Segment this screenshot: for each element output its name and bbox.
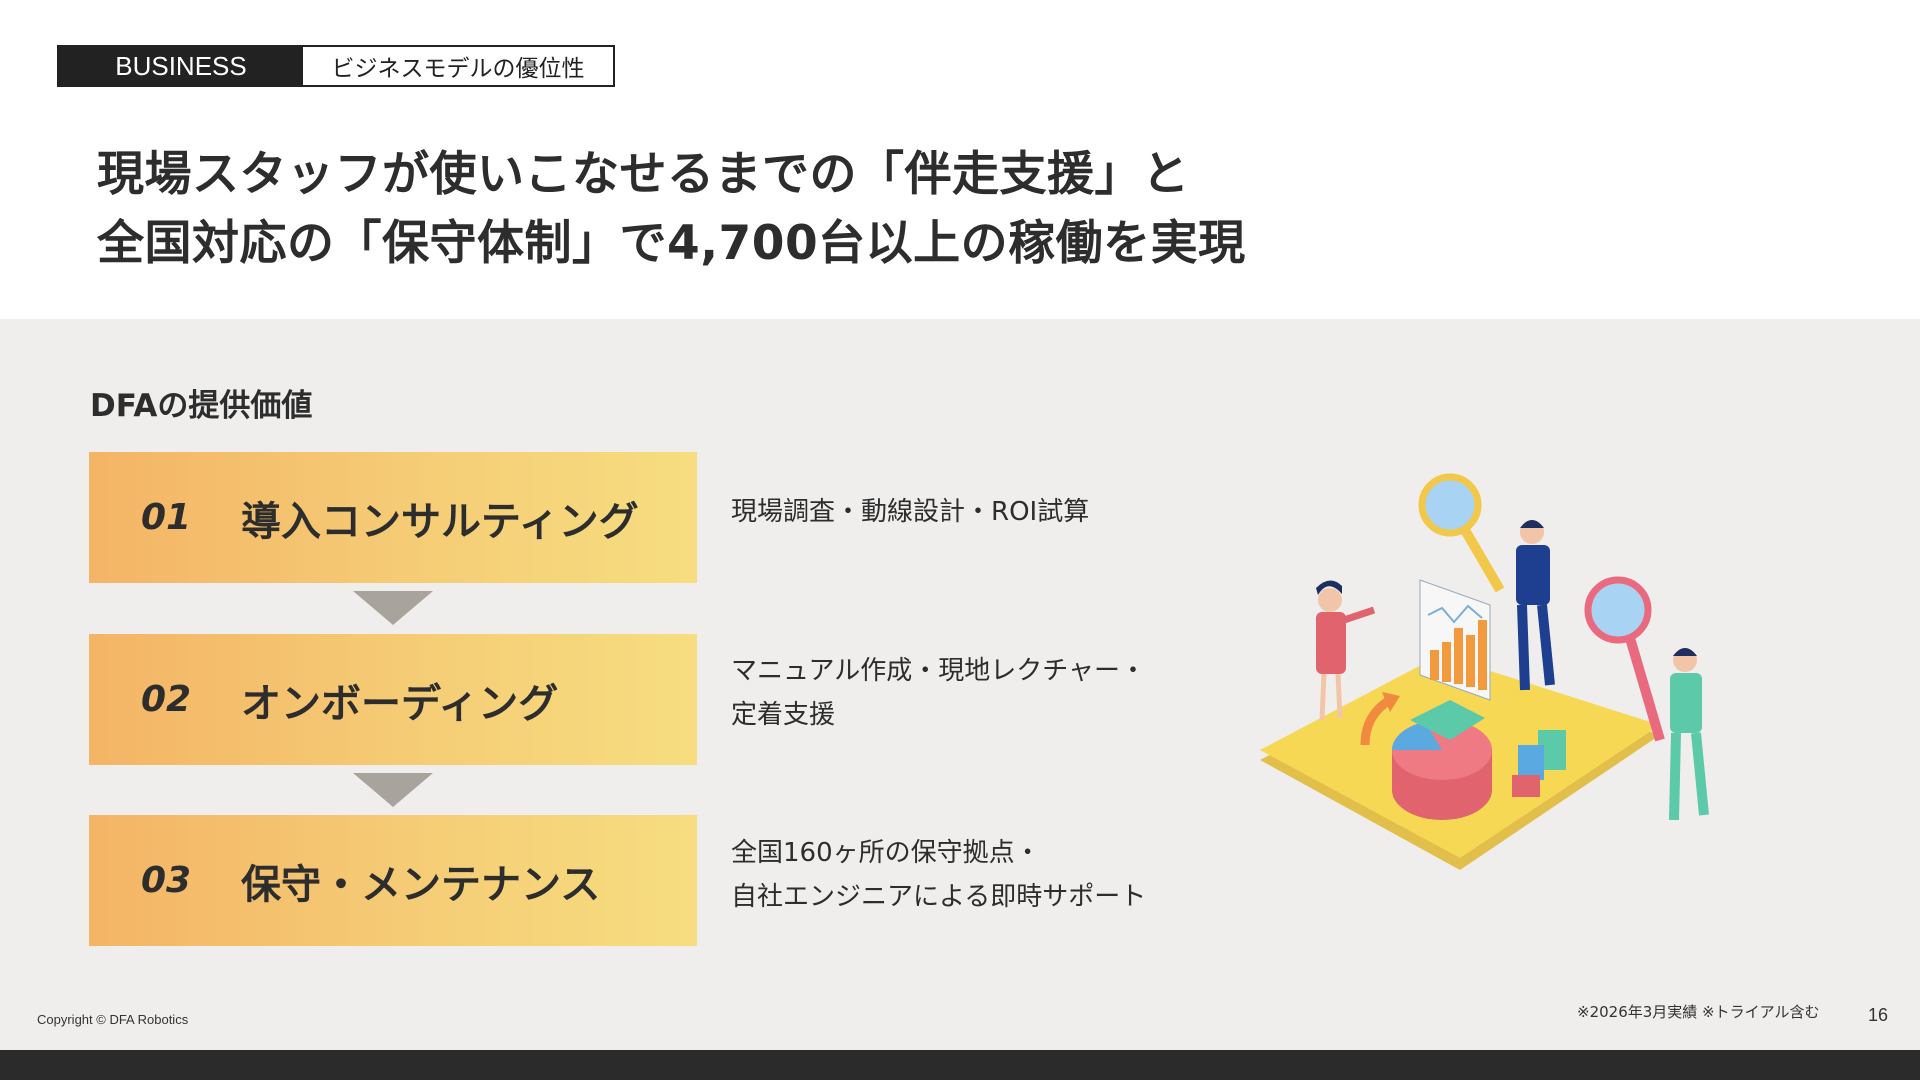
growth-arrow-head [1382,692,1400,712]
man-hair [1520,520,1544,528]
man-leg [1537,604,1555,686]
chart-line [1427,604,1483,624]
pie-slice-blue [1392,722,1442,750]
step-label: 保守・メンテナンス [241,861,601,908]
business-analysis-illustration [1260,473,1709,870]
woman-arm [1342,606,1376,624]
man-body [1516,545,1550,605]
person-body [1670,673,1702,733]
section-title: DFAの提供価値 [90,388,313,424]
description-line: 自社エンジニアによる即時サポート [731,882,1147,912]
magnifier-icon [1418,473,1482,537]
woman-body [1316,612,1346,674]
tag-subtitle: ビジネスモデルの優位性 [303,47,613,85]
cube-icon [1512,775,1540,797]
woman-leg [1319,673,1327,721]
person-woman [1318,588,1342,612]
cube-icon [1518,745,1544,780]
step-label: 導入コンサルティング [241,498,639,545]
pie-slice-green [1410,700,1485,740]
magnifier-handle [1625,636,1665,742]
woman-leg [1335,673,1343,719]
person-leg [1691,732,1709,816]
person-leg [1669,732,1681,821]
headline-line-1: 現場スタッフが使いこなせるまでの「伴走支援」と [97,147,1190,202]
bar-icon [1454,628,1463,684]
page-title: 現場スタッフが使いこなせるまでの「伴走支援」と 全国対応の「保守体制」で4,70… [97,140,1246,278]
man-leg [1517,604,1530,691]
step-description-2: マニュアル作成・現地レクチャー・ 定着支援 [731,649,1146,737]
step-card-2: 02 オンボーディング [89,634,697,765]
step-card-1: 01 導入コンサルティング [89,452,697,583]
bar-icon [1466,635,1475,687]
bar-icon [1430,650,1439,680]
person-hair [1673,648,1697,656]
description-line: 現場調査・動線設計・ROI試算 [731,497,1090,527]
headline-line-2: 全国対応の「保守体制」で4,700台以上の稼働を実現 [97,216,1246,271]
step-card-3: 03 保守・メンテナンス [89,815,697,946]
growth-arrow-icon [1360,696,1393,746]
step-description-1: 現場調査・動線設計・ROI試算 [731,490,1089,534]
magnifier-icon [1584,576,1652,644]
magnifier-handle [1460,527,1505,593]
bar-icon [1478,620,1487,690]
step-number: 03 [141,860,192,901]
step-number: 02 [141,679,192,720]
woman-hair [1316,580,1342,595]
step-label: オンボーディング [241,680,559,727]
copyright: Copyright © DFA Robotics [37,1012,189,1027]
bar-icon [1442,642,1451,682]
down-arrow-icon [353,591,433,625]
footer-bar [0,1050,1920,1080]
section-tag: BUSINESS ビジネスモデルの優位性 [57,45,615,87]
step-description-3: 全国160ヶ所の保守拠点・ 自社エンジニアによる即時サポート [731,831,1146,919]
description-line: 全国160ヶ所の保守拠点・ [731,838,1041,868]
footnote: ※2026年3月実績 ※トライアル含む [1577,1003,1820,1021]
down-arrow-icon [353,773,433,807]
tag-business: BUSINESS [59,47,303,85]
description-line: マニュアル作成・現地レクチャー・ [731,656,1146,686]
description-line: 定着支援 [731,700,836,730]
page-number: 16 [1868,1005,1889,1025]
step-number: 01 [141,497,192,538]
